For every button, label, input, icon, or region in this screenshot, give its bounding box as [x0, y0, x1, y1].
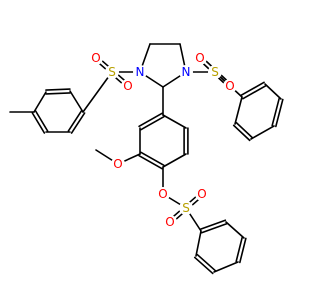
bond-line	[196, 253, 217, 272]
bond-line	[140, 115, 165, 131]
bond-line	[250, 125, 275, 140]
atom-o-o_ts2: O	[121, 79, 135, 93]
atom-o-o_ps2: O	[223, 79, 237, 93]
bond-line	[234, 96, 243, 125]
bond-line	[271, 97, 280, 127]
atom-s-s_ps: S	[208, 65, 222, 79]
bond-line	[235, 121, 254, 139]
bond-line	[275, 98, 284, 128]
atom-label: O	[123, 79, 132, 93]
bond-line	[70, 112, 86, 134]
atom-label: O	[197, 187, 206, 201]
bond-line	[213, 261, 239, 273]
atom-background	[223, 79, 237, 93]
bond-line	[33, 91, 47, 113]
bond-line	[34, 110, 49, 132]
atom-label: O	[165, 215, 174, 229]
atom-background	[195, 187, 209, 201]
atom-background	[89, 51, 103, 65]
bond-line	[195, 230, 202, 257]
atom-label: N	[182, 65, 191, 79]
bond-line	[264, 83, 282, 100]
bond-line	[138, 112, 163, 128]
atom-background	[179, 65, 193, 79]
bond-line	[45, 92, 71, 95]
atom-background	[163, 215, 177, 229]
bond-line	[45, 88, 71, 91]
bond-line	[69, 90, 84, 113]
bond-line	[140, 151, 165, 167]
bond-line	[200, 222, 228, 234]
atom-o-o_me: O	[111, 157, 125, 171]
atom-label: N	[136, 65, 145, 79]
bond-layer	[9, 43, 284, 275]
atom-background	[121, 79, 135, 93]
bond-line	[199, 219, 227, 231]
bond-line	[162, 114, 187, 129]
atom-label: S	[211, 65, 219, 79]
bond-line	[193, 256, 214, 275]
atom-s-s_ts: S	[105, 65, 119, 79]
atom-label: O	[158, 187, 167, 201]
atom-o-o_est: O	[156, 187, 170, 201]
bond-line	[242, 84, 267, 100]
bond-line	[232, 124, 251, 142]
atom-background	[156, 187, 170, 201]
bond-line	[235, 236, 243, 263]
atom-o-o_es2: O	[195, 187, 209, 201]
atom-o-o_ps1: O	[193, 51, 207, 65]
bond-line	[67, 110, 83, 132]
atom-label: O	[91, 51, 100, 65]
atom-s-s_est: S	[179, 201, 193, 215]
bond-line	[82, 71, 113, 113]
atom-o-o_es1: O	[163, 215, 177, 229]
atom-background	[208, 65, 222, 79]
bond-line	[239, 237, 247, 264]
atom-o-o_ts1: O	[89, 51, 103, 65]
atom-label: O	[225, 79, 234, 93]
bond-line	[240, 81, 265, 97]
bond-line	[138, 154, 163, 170]
atom-n-n2: N	[179, 65, 193, 79]
bond-line	[162, 153, 187, 168]
atom-background	[133, 65, 147, 79]
atom-label: O	[113, 157, 122, 171]
atom-label: S	[108, 65, 116, 79]
atom-n-n1: N	[133, 65, 147, 79]
atom-background	[179, 201, 193, 215]
atom-label: S	[182, 201, 190, 215]
bond-line	[225, 221, 245, 239]
atom-label: O	[195, 51, 204, 65]
bond-line	[31, 112, 46, 134]
atom-background	[193, 51, 207, 65]
atom-background	[105, 65, 119, 79]
atom-background	[111, 157, 125, 171]
